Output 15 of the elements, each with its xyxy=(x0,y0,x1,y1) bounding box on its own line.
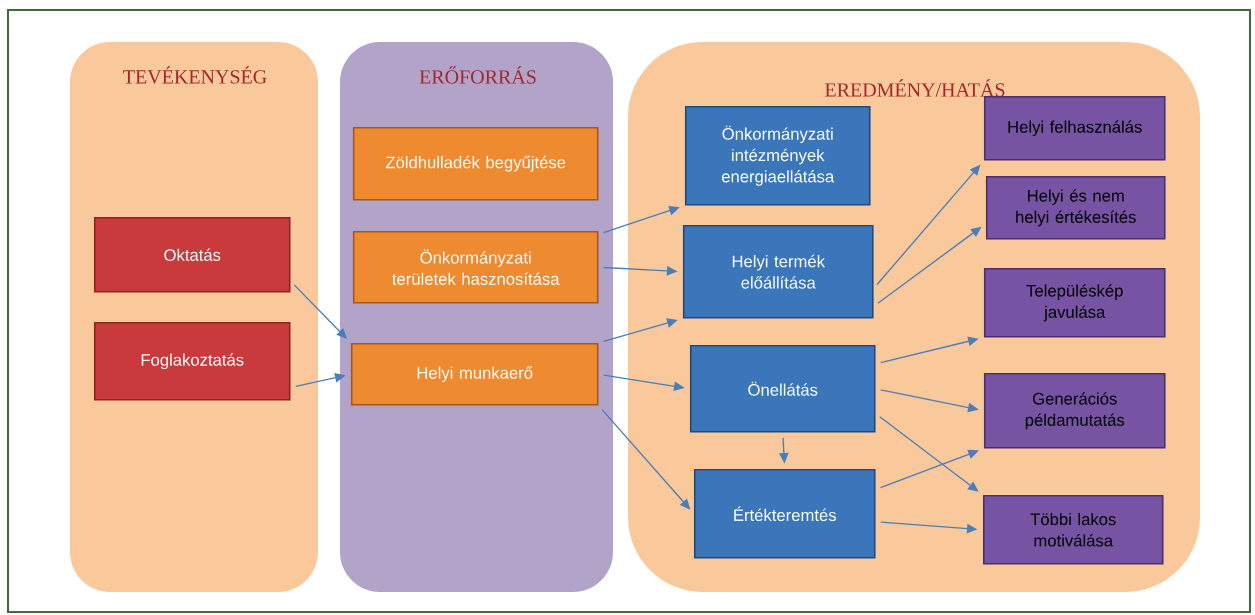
process-box: Önkormányzati intézmények energiaellátása xyxy=(684,105,871,206)
process-box: Generációs példamutatás xyxy=(983,372,1166,449)
process-box: Településkép javulása xyxy=(983,267,1166,338)
process-box: Helyi termék előállítása xyxy=(682,224,874,319)
process-box: Zöldhulladék begyűjtése xyxy=(352,126,599,201)
process-box: Önkormányzati területek hasznosítása xyxy=(352,230,599,304)
process-box: Többi lakos motiválása xyxy=(983,494,1164,565)
process-box: Oktatás xyxy=(93,216,291,293)
process-box: Helyi és nem helyi értékesítés xyxy=(985,175,1166,240)
process-box: Önellátás xyxy=(689,344,876,433)
process-box: Foglakoztatás xyxy=(93,321,291,401)
arrow xyxy=(879,449,979,489)
arrow xyxy=(879,416,979,492)
process-box: Értékteremtés xyxy=(693,468,876,559)
process-box: Helyi munkaerő xyxy=(350,342,599,406)
